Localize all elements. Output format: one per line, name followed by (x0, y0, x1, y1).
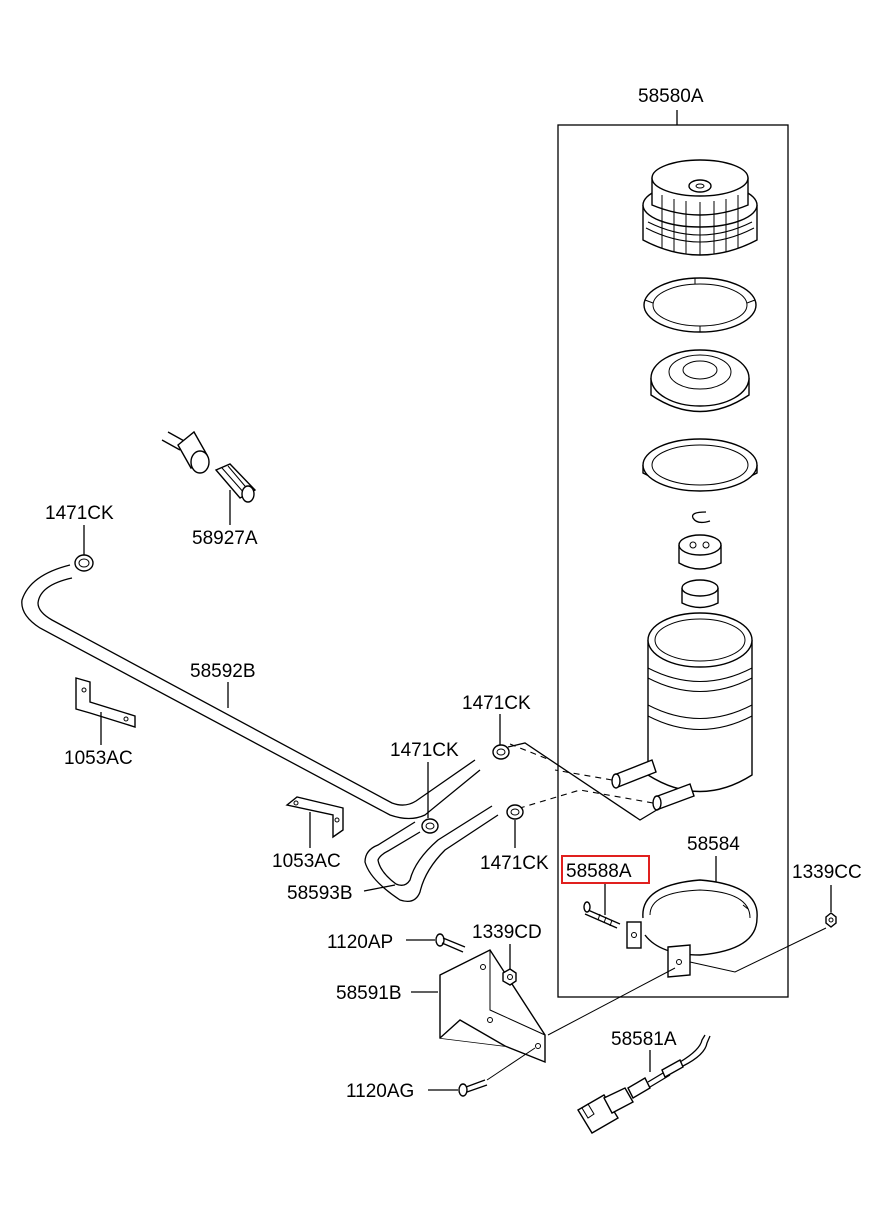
label-hose-lower: 58593B (287, 883, 353, 904)
label-connector: 58927A (192, 528, 258, 549)
assembly-frame (557, 124, 789, 998)
line-clamp-to-nut (689, 927, 827, 973)
clip-upper (492, 744, 510, 760)
hose-main (21, 564, 481, 820)
reservoir-body (647, 612, 753, 793)
label-clip-left: 1471CK (45, 503, 114, 524)
nut-right (825, 912, 837, 928)
label-clip-upper: 1471CK (462, 693, 531, 714)
label-bracket-center: 1053AC (272, 851, 341, 872)
label-band: 58584 (687, 834, 740, 855)
strainer-cup (650, 349, 750, 413)
bolt-upper (435, 933, 466, 953)
label-bracket-left: 1053AC (64, 748, 133, 769)
level-sensor (577, 1034, 711, 1134)
bolt-rod (583, 901, 621, 929)
bracket-center (285, 796, 344, 839)
hose-route-upper (507, 742, 661, 821)
clip-mid (421, 818, 439, 834)
label-nut-bracket: 1339CD (472, 922, 542, 943)
hose-lower (364, 805, 499, 903)
routing-line-lower (519, 789, 654, 809)
highlight-box (561, 855, 650, 884)
routing-line-upper (554, 769, 613, 781)
bracket-left (75, 677, 136, 728)
seal-ring (642, 438, 758, 492)
gasket-ring (643, 277, 757, 333)
label-sensor: 58581A (611, 1029, 677, 1050)
label-assembly: 58580A (638, 86, 704, 107)
line-bracket-to-clamp (547, 967, 676, 1036)
clip-lower (506, 804, 524, 820)
float-plug (681, 579, 719, 609)
bolt-lower (458, 1079, 488, 1097)
label-bolt-lower: 1120AG (346, 1081, 414, 1102)
mounting-bracket (439, 949, 546, 1064)
hose-connector (161, 430, 257, 503)
leader-hose-lower (363, 884, 396, 892)
line-boltlower-to-bracket (486, 1047, 536, 1081)
retaining-clip (691, 511, 711, 524)
routing-line-clip-upper (509, 743, 551, 761)
nut-bracket (502, 968, 517, 986)
label-bolt-upper: 1120AP (327, 932, 393, 953)
label-clip-lower: 1471CK (480, 853, 549, 874)
float-valve (678, 534, 722, 570)
label-bolt-rod: 58588A (566, 861, 632, 882)
label-nut-right: 1339CC (792, 862, 862, 883)
label-clip-mid: 1471CK (390, 740, 459, 761)
label-hose-main: 58592B (190, 661, 256, 682)
reservoir-cap (642, 159, 758, 256)
reservoir-nipple-upper (611, 759, 657, 789)
clip-left (74, 554, 94, 572)
label-bracket-main: 58591B (336, 983, 402, 1004)
reservoir-nipple-lower (652, 783, 695, 811)
